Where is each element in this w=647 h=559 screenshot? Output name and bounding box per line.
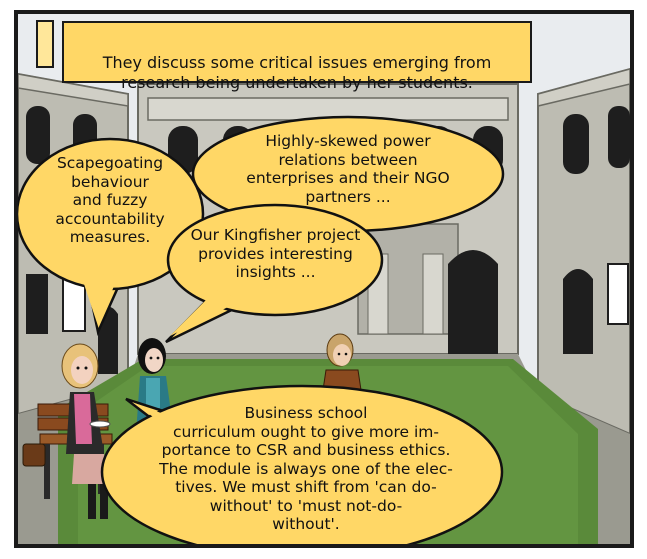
bubble-text-kingfisher: Our Kingfisher project provides interest… bbox=[190, 226, 361, 281]
bubble-text-scapegoating: Scapegoating behaviour and fuzzy account… bbox=[55, 154, 165, 246]
comic-panel: They discuss some critical issues emergi… bbox=[14, 10, 634, 548]
bubble-curriculum bbox=[100, 384, 504, 544]
bubble-text-power: Highly-skewed power relations between en… bbox=[246, 132, 450, 206]
caption-tab bbox=[36, 20, 54, 68]
bubble-text-curriculum: Business school curriculum ought to give… bbox=[159, 404, 453, 533]
character-blonde-woman bbox=[61, 343, 111, 519]
caption-box: They discuss some critical issues emergi… bbox=[62, 21, 532, 92]
right-building bbox=[537, 67, 630, 436]
bubble-scapegoating bbox=[18, 137, 205, 337]
bubble-kingfisher bbox=[165, 203, 384, 344]
caption-text: They discuss some critical issues emergi… bbox=[102, 53, 492, 92]
speech-bubbles bbox=[18, 115, 505, 544]
